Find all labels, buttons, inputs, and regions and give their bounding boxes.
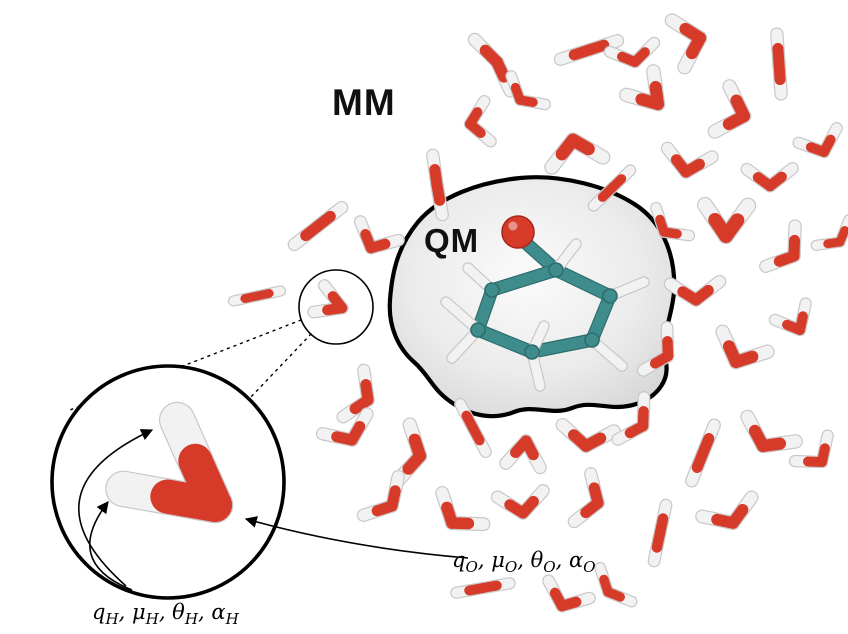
- zoom-guide-dotted-line: [248, 333, 312, 400]
- mm-water-molecule: [768, 297, 812, 337]
- mm-water-molecule: [426, 148, 449, 222]
- mm-water-molecule: [594, 561, 638, 608]
- carbon-atom: [484, 282, 500, 298]
- oxygen-params-label: qO, μO, θO, αO: [452, 548, 596, 577]
- zoom-guide-dotted-line: [69, 319, 302, 411]
- mm-water-molecule: [619, 64, 666, 112]
- mm-water-molecule: [287, 200, 349, 252]
- mm-water-molecule: [587, 164, 637, 212]
- mm-water-molecule: [792, 122, 843, 159]
- mm-water-molecule: [759, 219, 802, 273]
- mm-water-molecule: [603, 36, 661, 69]
- mm-water-molecule: [499, 434, 547, 475]
- mm-water-molecule: [463, 94, 497, 148]
- mm-water-molecule: [315, 407, 374, 447]
- mm-water-molecule: [660, 141, 719, 179]
- mm-water-molecule: [707, 79, 752, 139]
- mm-water-molecule: [467, 32, 518, 98]
- mm-water-molecule: [336, 363, 375, 424]
- hydrogen-params-label: qH, μH, θH, αH: [92, 600, 239, 629]
- mm-water-molecule: [454, 398, 492, 458]
- carbon-atom: [524, 344, 540, 360]
- mm-water-molecule: [740, 409, 803, 454]
- oxygen-pointer-arrow: [244, 516, 469, 559]
- mm-water-molecule: [647, 498, 673, 568]
- mm-region-label: MM: [332, 82, 396, 123]
- qm-region-label: QM: [424, 222, 480, 259]
- mm-water-molecule: [611, 391, 651, 446]
- mm-water-molecule: [740, 162, 799, 193]
- hydrogen-pointer-arrow-2: [89, 501, 133, 591]
- mm-water-molecule: [450, 577, 516, 599]
- mm-water-molecule: [636, 321, 675, 377]
- mm-water-molecule: [553, 34, 625, 66]
- mm-water-molecule: [664, 13, 708, 75]
- mm-water-molecule: [555, 417, 621, 453]
- mm-water-molecule: [715, 324, 775, 370]
- qm-region-blob: [387, 175, 677, 419]
- mm-water-molecule: [770, 27, 788, 101]
- qm-region: [387, 175, 677, 419]
- mm-solvent-layer: [227, 13, 848, 613]
- carbon-atom: [470, 322, 486, 338]
- mm-water-molecule: [685, 418, 721, 488]
- mm-water-molecule: [788, 429, 834, 469]
- selected-water-circle: [298, 269, 374, 345]
- mm-water-molecule: [695, 490, 759, 530]
- carbon-atom: [548, 262, 564, 278]
- mm-water-molecule: [544, 132, 611, 175]
- zoomed-water-molecule: [105, 401, 234, 524]
- mm-water-molecule: [353, 215, 405, 255]
- oxygen-atom: [501, 215, 535, 249]
- qm-solute-molecule: [440, 215, 650, 392]
- carbon-atom: [602, 288, 618, 304]
- mm-water-molecule: [650, 201, 696, 242]
- hydrogen-pointer-arrow-1: [78, 429, 154, 587]
- mm-water-molecule: [435, 486, 491, 532]
- mm-water-molecule: [542, 574, 596, 613]
- mm-water-molecule: [356, 469, 405, 522]
- mm-water-molecule: [567, 467, 605, 529]
- zoom-annotation: [50, 269, 469, 600]
- mm-water-molecule: [490, 484, 550, 520]
- specular-highlight: [508, 221, 518, 231]
- carbon-atom: [584, 332, 600, 348]
- mm-water-molecule: [227, 285, 287, 307]
- mm-water-molecule: [505, 70, 551, 111]
- mm-water-molecule: [307, 279, 349, 319]
- mm-water-molecule: [810, 214, 848, 251]
- mm-water-molecule: [663, 274, 727, 307]
- mm-water-molecule: [696, 196, 757, 245]
